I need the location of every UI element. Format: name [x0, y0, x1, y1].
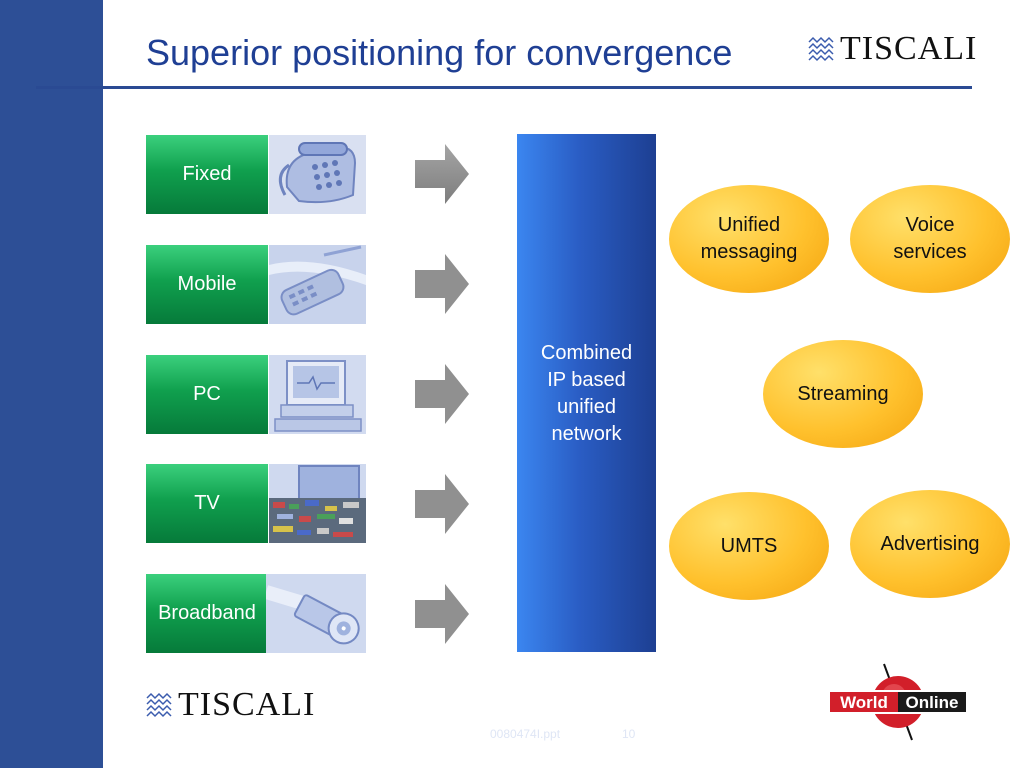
mobile-phone-icon	[269, 245, 366, 324]
arrow-right-icon	[415, 144, 469, 204]
service-umts: UMTS	[669, 492, 829, 600]
service-advertising: Advertising	[850, 490, 1010, 598]
service-label: UMTS	[720, 534, 778, 557]
service-label: Streaming	[797, 382, 889, 405]
device-label-pc: PC	[146, 355, 268, 434]
network-label: Combined IP based unified network	[540, 342, 633, 445]
service-unified-messaging: Unified messaging	[669, 185, 829, 293]
arrow-right-icon	[415, 364, 469, 424]
arrow-right-icon	[415, 584, 469, 644]
connector-cable-icon	[266, 574, 366, 653]
network-block: Combined IP based unified network	[517, 134, 656, 652]
device-label-fixed: Fixed	[146, 135, 268, 214]
service-voice-services: Voice services	[850, 185, 1010, 293]
footer-page-number: 10	[622, 727, 636, 741]
tiscali-wordmark: TISCALI	[178, 686, 316, 723]
tiscali-mark-icon	[808, 36, 834, 62]
device-label-mobile: Mobile	[146, 245, 268, 324]
footer-filename: 0080474I.ppt	[490, 727, 561, 741]
service-label: Voice services	[893, 214, 967, 263]
service-label: Unified messaging	[700, 214, 798, 263]
arrow-right-icon	[415, 254, 469, 314]
slide-title: Superior positioning for convergence	[146, 32, 733, 73]
device-label-broadband: Broadband	[146, 574, 268, 653]
computer-icon	[269, 355, 366, 434]
television-icon	[269, 464, 366, 543]
arrow-right-icon	[415, 474, 469, 534]
tiscali-mark-icon	[146, 692, 172, 718]
tiscali-wordmark: TISCALI	[840, 30, 978, 67]
tiscali-logo-top: TISCALI	[808, 30, 977, 68]
device-label-tv: TV	[146, 464, 268, 543]
desk-phone-icon	[269, 135, 366, 214]
sidebar-band	[0, 0, 103, 768]
tiscali-logo-bottom: TISCALI	[146, 686, 315, 724]
title-divider	[36, 86, 972, 89]
service-label: Advertising	[880, 532, 980, 555]
world-online-word2: Online	[906, 693, 959, 712]
world-online-logo: World Online	[828, 663, 968, 741]
service-streaming: Streaming	[763, 340, 923, 448]
world-online-word1: World	[840, 693, 888, 712]
